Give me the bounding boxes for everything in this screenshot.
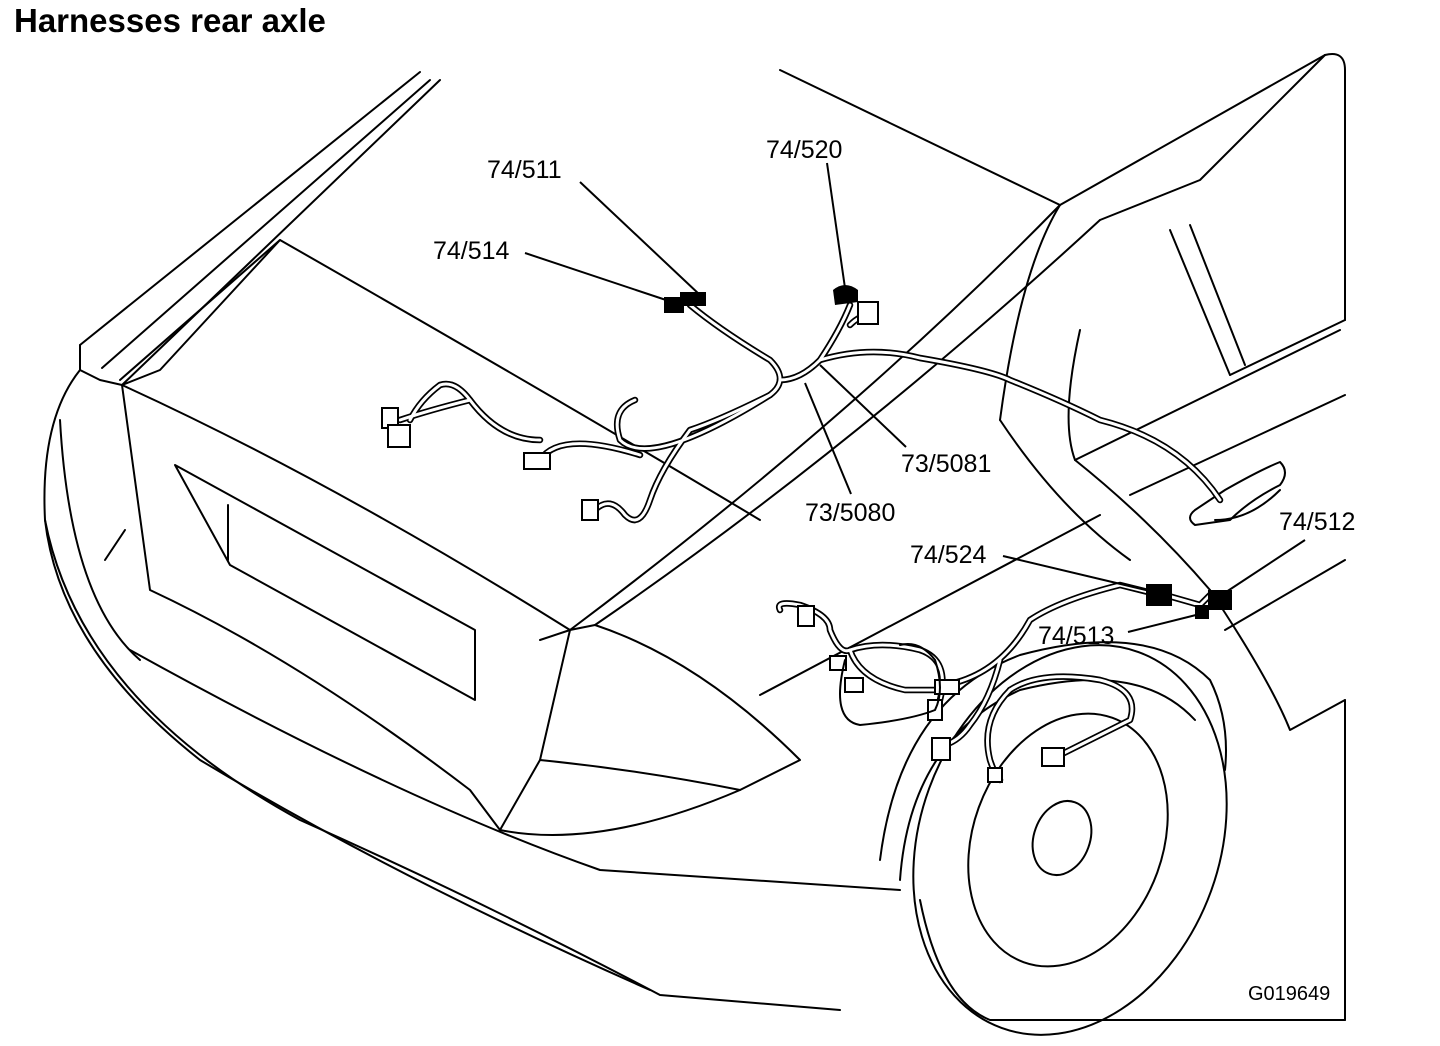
connector-mid-2 [581,499,599,521]
connector-74-520 [833,285,858,305]
connector-74-514 [664,297,684,313]
callout-74-514: 74/514 [433,237,510,265]
diagram-title: Harnesses rear axle [14,2,326,39]
connector-74-512 [1208,590,1232,610]
callout-74-520: 74/520 [766,136,843,164]
connector-74-524 [1146,584,1172,606]
figure-id: G019649 [1248,983,1331,1005]
callout-74-512: 74/512 [1279,508,1356,536]
connector-mid-1 [523,452,551,470]
connector-top-small [857,301,879,325]
connector-low-8 [1041,747,1065,767]
car-body-outline [43,53,1346,1036]
connector-low-6 [931,737,951,761]
callout-74-511: 74/511 [487,156,562,184]
connector-low-4 [934,679,960,695]
connector-left-2 [387,424,411,448]
callout-74-524: 74/524 [910,541,987,569]
callout-74-513: 74/513 [1038,622,1115,650]
callout-73-5080: 73/5080 [805,499,896,527]
leader-lines [524,162,1306,633]
connector-low-1 [797,605,815,627]
connector-low-3 [844,677,864,693]
connector-74-513 [1195,605,1209,619]
connectors [381,285,1232,783]
harness-wires [396,301,1224,784]
callout-73-5081: 73/5081 [901,450,992,478]
connector-low-7 [987,767,1003,783]
connector-low-2 [829,655,847,671]
